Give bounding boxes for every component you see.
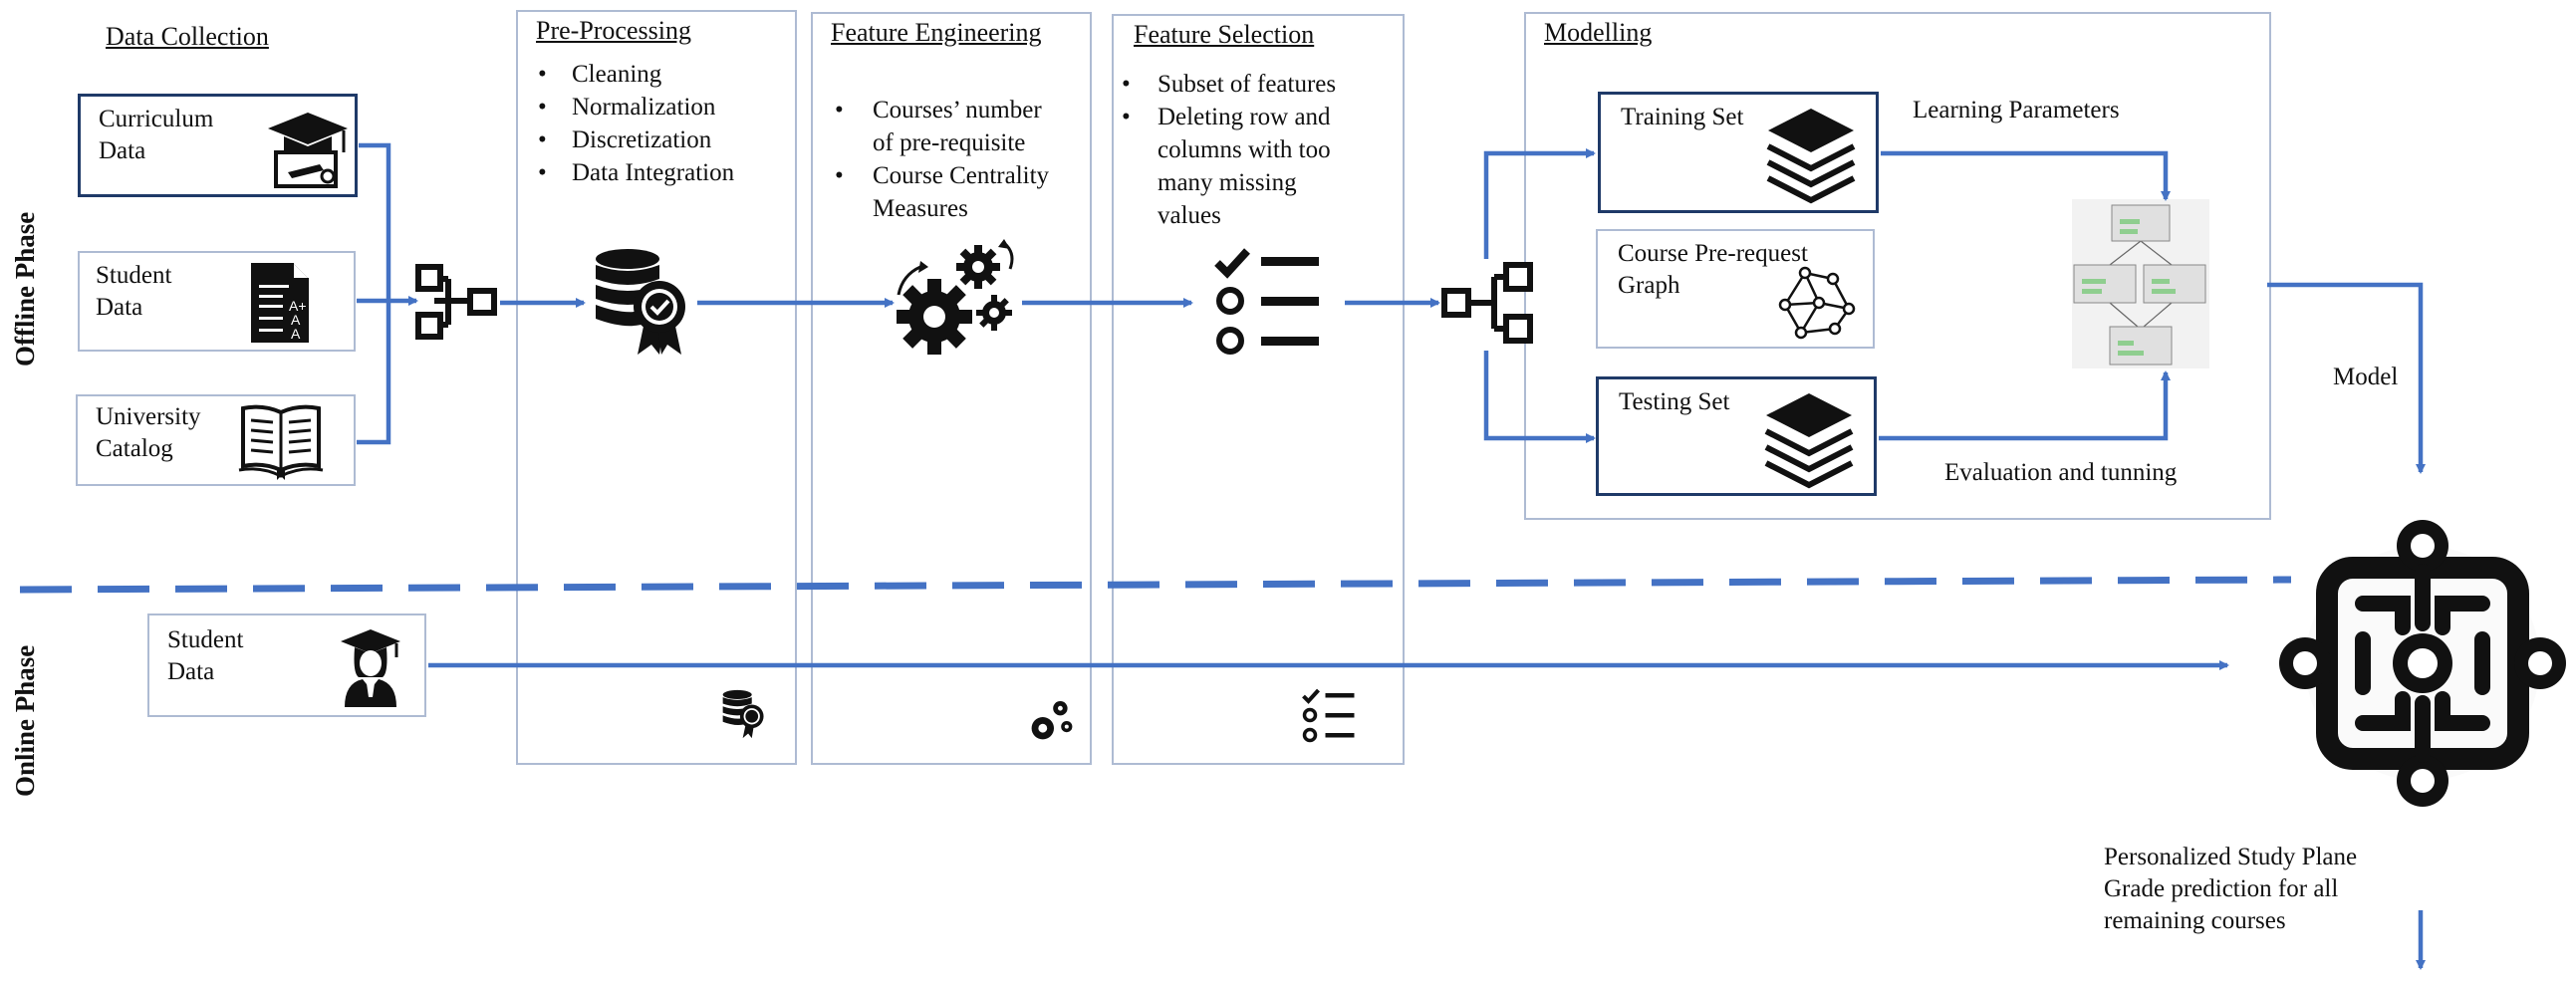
feature-engineering-item-line: of pre-requisite — [873, 129, 1026, 156]
testing-set-box: Testing Set — [1596, 376, 1877, 496]
curriculum-data-label-2: Data — [99, 137, 146, 164]
data-collection-header: Data Collection — [106, 22, 269, 51]
university-catalog-box: University Catalog — [76, 394, 356, 486]
curriculum-connector — [359, 142, 391, 303]
online-student-data-box: Student Data — [147, 614, 426, 717]
layers-icon — [1766, 109, 1856, 204]
feature-engineering-list: Courses’ number of pre-requisite Course … — [831, 94, 1049, 225]
feature-selection-item-line: many missing — [1158, 169, 1297, 196]
feature-engineering-panel — [811, 12, 1092, 765]
feature-selection-item-line: values — [1158, 202, 1221, 229]
output-line: Personalized Study Plane — [2104, 844, 2358, 870]
gears-icon — [897, 239, 1014, 355]
preprocessing-item: Discretization — [534, 123, 734, 156]
feature-selection-item: Subset of features — [1118, 68, 1336, 101]
open-book-icon — [238, 404, 324, 480]
grade-report-icon: A+ A A — [251, 263, 309, 343]
training-set-label: Training Set — [1621, 104, 1744, 130]
preprocessing-panel — [516, 10, 797, 765]
gears-icon-small — [1031, 701, 1073, 740]
university-catalog-label-1: University — [96, 403, 201, 430]
online-student-data-label-2: Data — [167, 658, 215, 685]
network-graph-icon — [1778, 266, 1856, 340]
student-data-label-2: Data — [96, 294, 143, 321]
learning-arrow — [1881, 150, 2171, 201]
graduate-student-icon — [341, 629, 400, 707]
course-graph-label-2: Graph — [1618, 272, 1680, 299]
student-data-label-1: Student — [96, 262, 172, 289]
catalog-connector — [357, 303, 391, 445]
checklist-icon — [1214, 248, 1319, 355]
personalized-plan-icon — [2279, 520, 2566, 807]
model-label: Model — [2333, 364, 2399, 390]
checklist-icon-small — [1302, 688, 1355, 743]
preprocessing-list: Cleaning Normalization Discretization Da… — [534, 58, 734, 189]
feature-selection-item-line: Subset of features — [1158, 71, 1337, 98]
layers-icon — [1764, 393, 1854, 489]
learning-parameters-label: Learning Parameters — [1913, 97, 2120, 123]
model-arrow — [2267, 282, 2426, 474]
split-to-training-arrow — [1483, 148, 1596, 259]
preprocessing-item: Normalization — [534, 91, 734, 123]
graduation-cap-certificate-icon — [268, 113, 348, 188]
university-catalog-label-2: Catalog — [96, 435, 173, 462]
phase-divider — [19, 576, 2292, 594]
svg-text:A+: A+ — [289, 298, 307, 314]
course-graph-box: Course Pre-request Graph — [1596, 229, 1875, 349]
feature-selection-item-line: columns with too — [1158, 136, 1331, 163]
feature-engineering-item-line: Measures — [873, 195, 968, 222]
feature-engineering-item-line: Course Centrality — [873, 162, 1050, 189]
curriculum-data-box: Curriculum Data — [78, 94, 358, 197]
hierarchy-split-icon — [1441, 262, 1533, 344]
feature-engineering-item: Course Centrality Measures — [831, 159, 1049, 225]
svg-text:A: A — [291, 312, 301, 328]
modelling-header: Modelling — [1544, 18, 1653, 47]
database-check-icon — [596, 249, 685, 355]
feature-selection-panel — [1112, 14, 1405, 765]
split-to-testing-arrow — [1483, 351, 1596, 443]
hierarchy-hub-icon — [415, 264, 497, 340]
svg-text:A: A — [291, 326, 301, 342]
preprocessing-header: Pre-Processing — [536, 16, 691, 45]
output-line: remaining courses — [2104, 907, 2286, 934]
feature-engineering-header: Feature Engineering — [831, 18, 1042, 47]
curriculum-data-label-1: Curriculum — [99, 106, 214, 132]
feature-engineering-item-line: Courses’ number — [873, 97, 1042, 123]
feature-selection-item-line: Deleting row and — [1158, 104, 1331, 130]
feature-selection-header: Feature Selection — [1134, 20, 1315, 49]
training-set-box: Training Set — [1598, 92, 1879, 213]
testing-set-label: Testing Set — [1619, 388, 1730, 415]
database-check-icon-small — [722, 689, 764, 739]
preprocessing-item: Cleaning — [534, 58, 734, 91]
bayesian-network-thumbnail — [2072, 199, 2209, 368]
feature-selection-item: Deleting row and columns with too many m… — [1118, 101, 1336, 232]
feature-engineering-item: Courses’ number of pre-requisite — [831, 94, 1049, 159]
online-student-data-label-1: Student — [167, 626, 244, 653]
preprocessing-item: Data Integration — [534, 156, 734, 189]
output-line: Grade prediction for all — [2104, 875, 2339, 902]
evaluation-arrow — [1879, 370, 2171, 441]
student-data-box: Student Data A+ A A — [78, 251, 356, 352]
evaluation-label: Evaluation and tunning — [1944, 459, 2178, 486]
course-graph-label-1: Course Pre-request — [1618, 240, 1808, 267]
feature-selection-list: Subset of features Deleting row and colu… — [1118, 68, 1336, 232]
